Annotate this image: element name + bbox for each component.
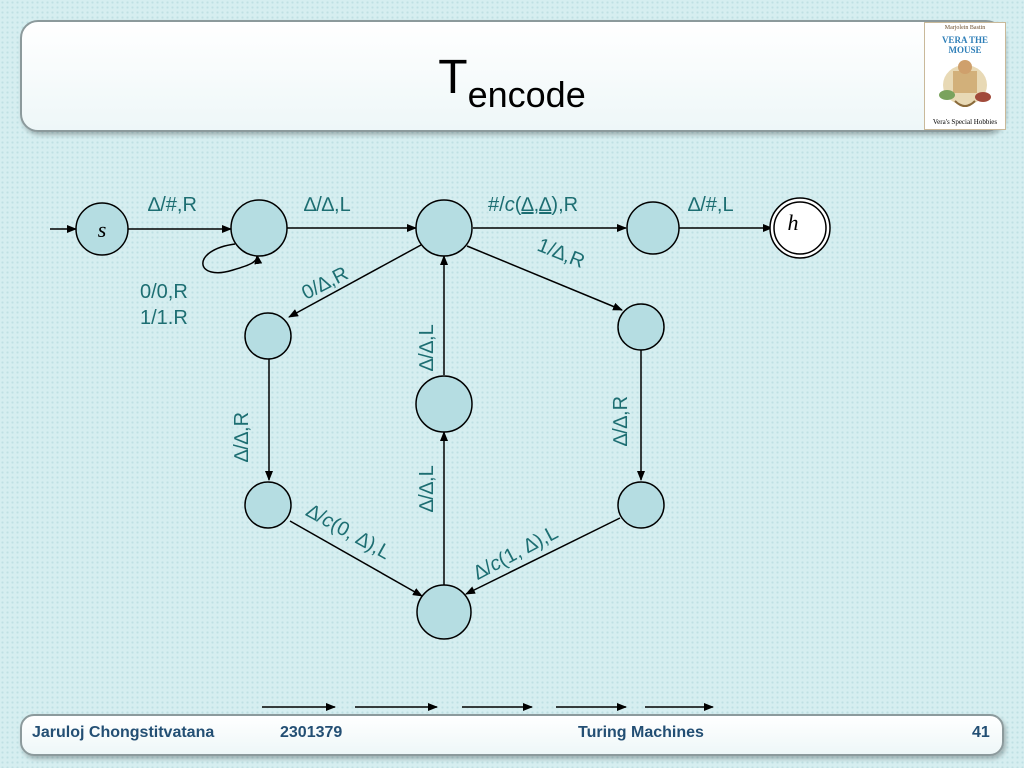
- state-s: s: [75, 202, 129, 256]
- state-h-label: h: [788, 210, 799, 235]
- label-q2-q3-part5: ,: [534, 194, 540, 216]
- label-q8-q10-part3: (0, ∆),L: [327, 514, 394, 565]
- mouse-illustration-icon: [939, 60, 991, 107]
- label-q5-q8: ∆/∆,R: [231, 412, 253, 462]
- edge-q1-self-loop: [202, 243, 263, 274]
- label-q2-q3-part1: #/: [488, 194, 505, 216]
- state-h: h: [769, 197, 831, 259]
- label-q2-q7: 1/∆,R: [534, 234, 588, 273]
- edge-q2-q7: [466, 245, 623, 311]
- label-q2-q3-part2: c: [505, 194, 515, 216]
- state-q8: [244, 481, 292, 529]
- state-q3: [626, 201, 680, 255]
- title-main: T: [438, 51, 468, 104]
- edge-q9-q10: [465, 517, 621, 595]
- footer-topic: Turing Machines: [578, 724, 704, 741]
- state-q2: [415, 199, 473, 257]
- label-q7-q9: ∆/∆,R: [610, 396, 632, 446]
- label-q2-q3-part7: ),R: [551, 194, 578, 216]
- label-q1-loop-line2: 1/1.R: [140, 307, 188, 329]
- state-q7: [617, 303, 665, 351]
- logo-top-text: Marjolein Bastin: [944, 25, 986, 31]
- state-q6: [415, 375, 473, 433]
- slide-title: Tencode: [22, 50, 1002, 115]
- book-logo: Marjolein Bastin VERA THE MOUSE Vera's S…: [924, 22, 1006, 130]
- state-q5: [244, 312, 292, 360]
- state-s-label: s: [98, 217, 107, 242]
- label-q1-loop: 0/0,R 1/1.R: [140, 281, 193, 329]
- state-q10: [416, 584, 472, 640]
- label-q2-q5: 0/∆,R: [298, 263, 352, 305]
- edge-q2-q5: [288, 244, 422, 318]
- footer-author: Jaruloj Chongstitvatana: [32, 724, 215, 741]
- label-q1-q2: ∆/∆,L: [304, 194, 351, 216]
- logo-bottom-text: Vera's Special Hobbies: [932, 118, 998, 126]
- state-q9: [617, 481, 665, 529]
- footer-course: 2301379: [280, 724, 343, 741]
- logo-name: VERA THE MOUSE: [941, 35, 989, 55]
- footer-bar: [20, 714, 1004, 756]
- title-subscript: encode: [467, 74, 586, 115]
- label-q2-q3-part4: ∆: [521, 194, 534, 216]
- label-s-q1: ∆/#,R: [148, 194, 197, 216]
- label-q10-q6: ∆/∆,L: [416, 465, 438, 512]
- label-q6-q2: ∆/∆,L: [416, 324, 438, 371]
- label-q2-q3-part3: (: [515, 194, 522, 216]
- title-box: Tencode: [20, 20, 1004, 132]
- footer-page-number: 41: [972, 724, 990, 741]
- label-q3-h: ∆/#,L: [688, 194, 734, 216]
- label-q1-loop-line1: 0/0,R: [140, 281, 188, 303]
- label-q2-q3: #/c(∆,∆),R: [488, 194, 578, 216]
- label-q2-q3-part6: ∆: [539, 194, 552, 216]
- edge-q8-q10: [289, 520, 423, 597]
- state-q1: [230, 199, 288, 257]
